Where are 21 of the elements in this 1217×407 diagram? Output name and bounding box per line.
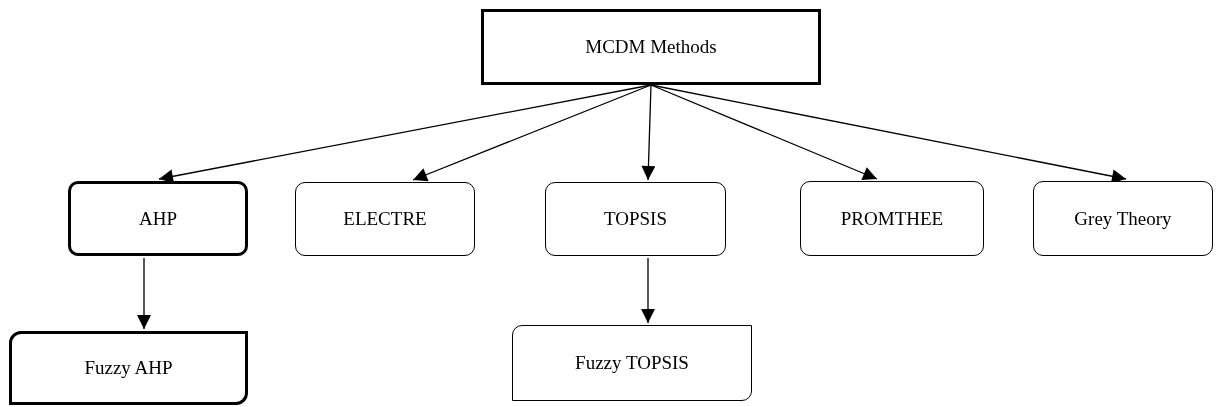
node-label: MCDM Methods — [585, 36, 717, 58]
node-label: TOPSIS — [604, 208, 667, 230]
node-label: ELECTRE — [343, 208, 427, 230]
node-label: Grey Theory — [1074, 207, 1172, 230]
method-box — [1033, 181, 1213, 256]
node-label: Fuzzy AHP — [84, 357, 173, 379]
arrow — [137, 257, 151, 330]
node-label: AHP — [139, 207, 177, 230]
arrow — [641, 84, 656, 181]
method-box — [68, 181, 248, 256]
arrow — [650, 84, 878, 181]
arrow — [641, 257, 655, 324]
method-box — [545, 182, 726, 256]
method-box — [512, 325, 752, 401]
node-label: Fuzzy TOPSIS — [575, 352, 689, 374]
arrow — [412, 84, 652, 182]
method-box — [295, 182, 475, 256]
root-box — [481, 9, 821, 85]
node-label: PROMTHEE — [840, 207, 944, 230]
method-box — [9, 331, 248, 405]
method-box — [800, 181, 984, 256]
